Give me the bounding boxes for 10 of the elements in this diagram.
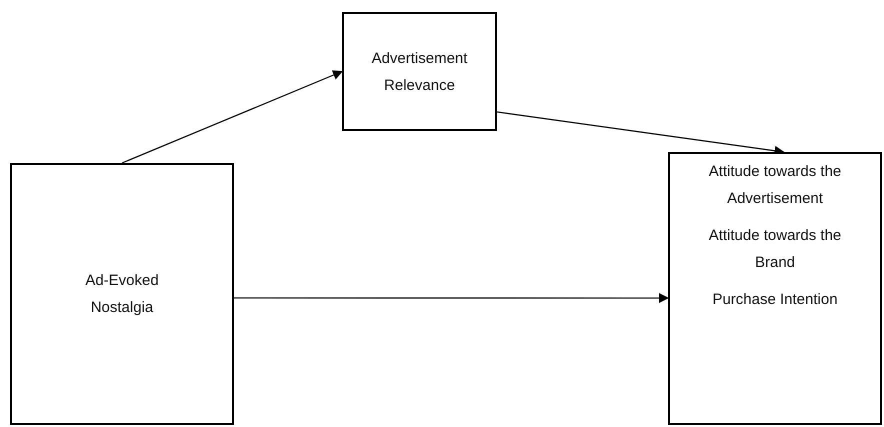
arrow [234,293,669,304]
box-label: Advertisement Relevance [370,48,468,96]
box-label: Attitude towards the Brand [708,226,842,273]
concept-box [10,163,234,425]
concept-box [342,12,497,131]
arrow [122,70,343,164]
box-label: Purchase Intention [712,290,838,310]
box-label: Ad-Evoked Nostalgia [84,271,160,318]
concept-box [668,152,882,425]
box-label: Attitude towards the Advertisement [708,162,842,209]
